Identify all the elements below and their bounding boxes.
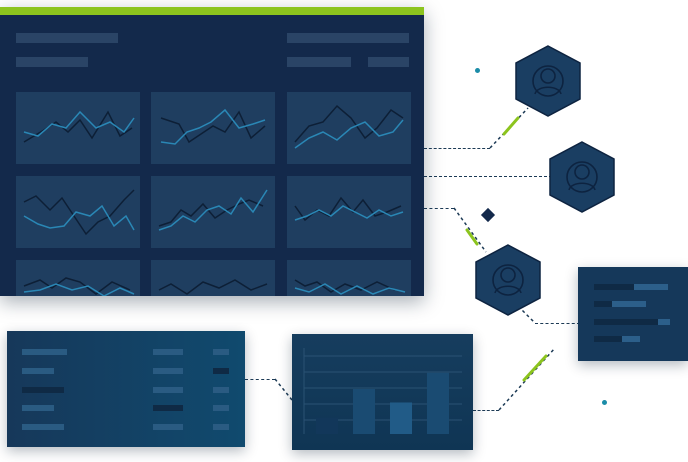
table-cell	[213, 349, 229, 355]
title-placeholder	[16, 33, 118, 43]
list-bar	[594, 284, 634, 290]
connector-line	[245, 379, 275, 380]
user-icon	[566, 161, 598, 193]
mini-line-chart	[151, 176, 275, 248]
connector-line	[424, 176, 552, 177]
teal-dot	[602, 400, 607, 405]
connector-line	[424, 148, 490, 149]
dashboard-accent-bar	[0, 7, 424, 15]
mini-line-chart	[16, 260, 140, 296]
list-bar	[594, 319, 658, 325]
table-cell	[22, 387, 64, 393]
filter-placeholder	[287, 57, 351, 67]
mini-line-chart	[287, 92, 411, 164]
user-hexagon	[515, 45, 581, 117]
list-bar	[594, 336, 622, 342]
user-hexagon	[549, 141, 615, 213]
mini-line-chart	[287, 176, 411, 248]
filter-placeholder	[368, 57, 409, 67]
subtitle-placeholder	[16, 57, 88, 67]
table-cell	[213, 405, 229, 411]
table-cell	[22, 368, 54, 374]
list-bar	[594, 301, 646, 307]
user-icon	[492, 264, 524, 296]
mini-line-chart	[16, 176, 140, 248]
mini-line-chart	[287, 260, 411, 296]
table-cell	[153, 424, 183, 430]
connector-line	[424, 208, 454, 209]
table-cell	[153, 368, 183, 374]
mini-line-chart	[151, 260, 275, 296]
list-panel	[578, 267, 688, 361]
teal-dot	[475, 68, 480, 73]
user-hexagon	[475, 244, 541, 316]
table-cell	[153, 349, 183, 355]
table-cell	[213, 424, 229, 430]
table-cell	[213, 387, 229, 393]
table-cell	[22, 349, 67, 355]
bar-chart-panel	[292, 334, 473, 450]
table-cell	[153, 387, 183, 393]
table-cell	[22, 424, 64, 430]
table-panel	[7, 331, 245, 447]
bar	[427, 372, 449, 434]
diamond-icon	[480, 207, 496, 223]
bar	[390, 402, 412, 434]
table-cell	[213, 368, 229, 374]
connector-line	[473, 410, 499, 411]
mini-line-chart	[151, 92, 275, 164]
dashboard-window	[0, 7, 424, 296]
table-cell	[22, 405, 54, 411]
bar	[316, 417, 338, 434]
list-bar	[594, 301, 612, 307]
connector-line	[535, 323, 580, 324]
bar	[353, 389, 375, 434]
bar-chart	[303, 348, 462, 434]
header-placeholder-right	[287, 33, 409, 43]
user-icon	[532, 65, 564, 97]
table-cell	[153, 405, 183, 411]
mini-line-chart	[16, 92, 140, 164]
